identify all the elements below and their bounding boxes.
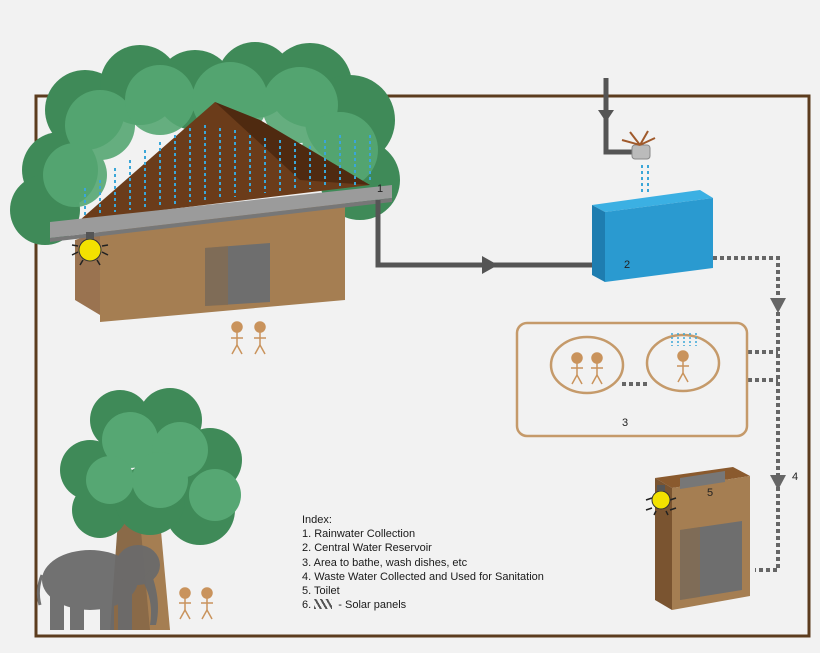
index-item: 1. Rainwater Collection — [302, 528, 416, 541]
water-tap — [598, 78, 656, 195]
index-title: Index: — [302, 514, 332, 526]
frame-border — [34, 94, 811, 638]
pipe-gutter-to-reservoir — [375, 200, 600, 274]
index-solar-number: 6. — [302, 599, 312, 612]
light-bulb-toilet-icon — [645, 485, 677, 516]
central-water-reservoir — [592, 190, 713, 282]
rain-gutter — [50, 185, 392, 238]
label-waste-water: 4 — [792, 471, 799, 483]
people-tree — [179, 587, 213, 620]
label-rainwater-collection: 1 — [377, 183, 384, 195]
house — [50, 102, 392, 322]
label-toilet: 5 — [707, 487, 714, 499]
rain-on-roof — [84, 125, 371, 216]
roof — [80, 102, 370, 220]
people-house — [231, 321, 266, 355]
arrow-down-2 — [770, 475, 786, 490]
waste-water-lines — [622, 256, 780, 572]
label-bathing-area: 3 — [622, 417, 629, 429]
index-item: 4. Waste Water Collected and Used for Sa… — [302, 570, 544, 583]
arrow-down-1 — [770, 298, 786, 313]
index-legend: Index: 1. Rainwater Collection 2. Centra… — [302, 513, 544, 612]
index-item: 3. Area to bathe, wash dishes, etc — [302, 556, 468, 569]
index-item: 5. Toilet — [302, 585, 340, 598]
index-item: 2. Central Water Reservoir — [302, 542, 432, 555]
light-bulb-house-icon — [71, 232, 109, 266]
index-solar-text: - Solar panels — [335, 599, 407, 612]
label-central-reservoir: 2 — [624, 259, 631, 271]
toilet-building — [655, 467, 750, 610]
solar-panel-icon — [314, 599, 333, 610]
elephant-icon — [36, 545, 160, 630]
bathing-area — [515, 321, 749, 438]
solar-panel-toilet — [680, 471, 725, 489]
index-item-solar: 6. - Solar panels — [302, 598, 544, 612]
